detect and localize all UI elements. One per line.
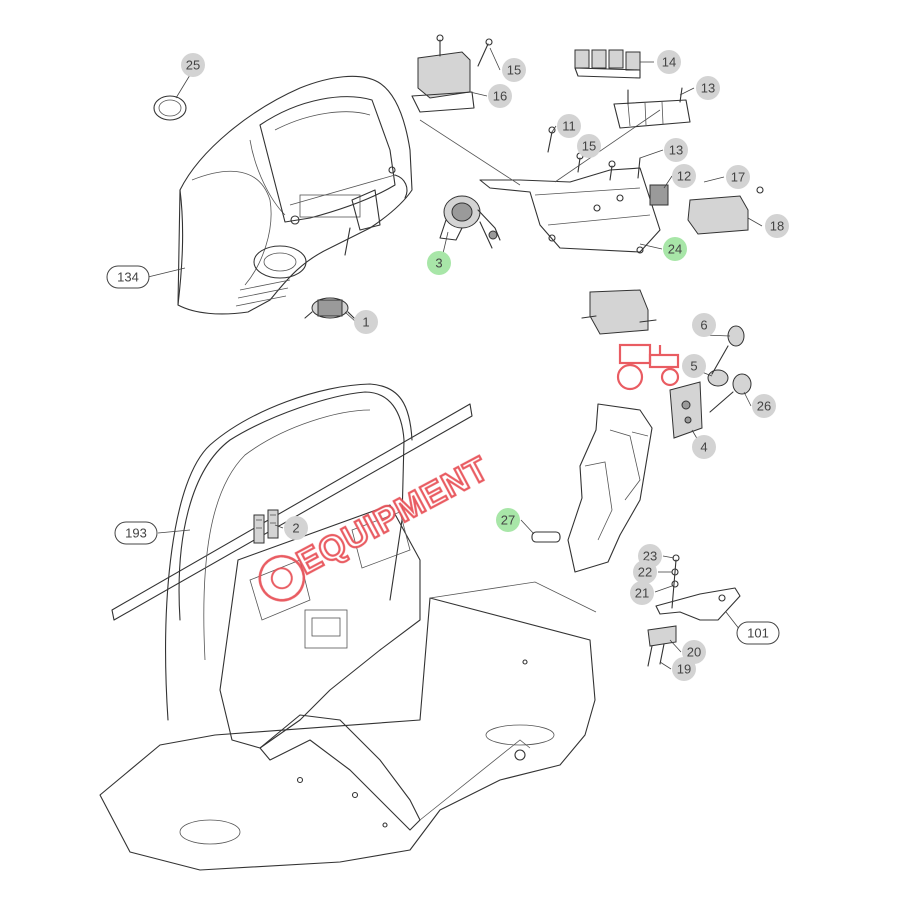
svg-text:18: 18 [770,219,784,234]
callout-25: 25 [181,53,205,77]
callout-14: 14 [657,50,681,74]
svg-text:5: 5 [690,359,697,374]
svg-text:22: 22 [638,565,652,580]
svg-text:15: 15 [507,63,521,78]
callout-15-mid: 15 [577,134,601,158]
callout-193: 193 [114,521,158,545]
callout-22: 22 [633,560,657,584]
relay-lower [581,289,657,335]
cab-frame-193 [99,383,597,871]
svg-text:11: 11 [562,119,576,134]
flasher-18 [687,186,764,235]
callout-21: 21 [630,581,654,605]
svg-text:14: 14 [662,55,676,70]
callouts: 25 134 1 3 15 16 14 13 11 15 13 12 17 18… [106,50,789,681]
socket-1 [304,297,355,319]
svg-text:25: 25 [186,58,200,73]
side-cover-27 [531,403,653,573]
tractor-icon [616,343,680,391]
callout-26: 26 [752,394,776,418]
svg-text:27: 27 [501,513,515,528]
watermark: EQUIPMENT [258,343,680,602]
fuse-holder-13 [613,87,691,129]
callout-16: 16 [488,84,512,108]
svg-text:19: 19 [677,662,691,677]
fuse-block-14 [574,49,641,79]
callout-1: 1 [354,310,378,334]
callout-134: 134 [106,265,150,289]
svg-text:193: 193 [125,526,147,541]
callout-6: 6 [692,313,716,337]
svg-text:21: 21 [635,586,649,601]
switch-panel-4 [669,325,752,439]
callout-11: 11 [557,114,581,138]
svg-text:3: 3 [435,256,442,271]
callout-5: 5 [682,354,706,378]
svg-text:101: 101 [747,626,769,641]
svg-text:13: 13 [669,143,683,158]
callout-101: 101 [736,621,780,645]
ring-25 [153,95,187,121]
relay-16 [411,34,493,113]
svg-text:15: 15 [582,139,596,154]
bolts-2 [253,509,279,544]
svg-text:20: 20 [687,645,701,660]
svg-text:24: 24 [668,242,682,257]
svg-text:12: 12 [677,169,691,184]
callout-4: 4 [692,435,716,459]
callout-15-top: 15 [502,58,526,82]
watermark-text: EQUIPMENT [291,449,495,582]
callout-27: 27 [496,508,520,532]
svg-text:17: 17 [731,170,745,185]
svg-text:6: 6 [700,318,707,333]
callout-13-mid: 13 [664,138,688,162]
ignition-switch-3 [439,195,501,249]
callout-12: 12 [672,164,696,188]
svg-text:134: 134 [117,270,139,285]
callout-17: 17 [726,165,750,189]
svg-text:23: 23 [643,549,657,564]
callout-18: 18 [765,214,789,238]
svg-text:2: 2 [292,521,299,536]
callout-13-top: 13 [696,76,720,100]
svg-text:4: 4 [700,440,707,455]
callout-2: 2 [284,516,308,540]
dash-panel-134 [153,75,413,319]
svg-text:13: 13 [701,81,715,96]
callout-19: 19 [672,657,696,681]
svg-text:1: 1 [362,315,369,330]
relay-bracket [411,34,764,335]
svg-text:16: 16 [493,89,507,104]
svg-text:26: 26 [757,399,771,414]
callout-3: 3 [427,251,451,275]
callout-24: 24 [663,237,687,261]
bracket-101 [647,554,741,667]
